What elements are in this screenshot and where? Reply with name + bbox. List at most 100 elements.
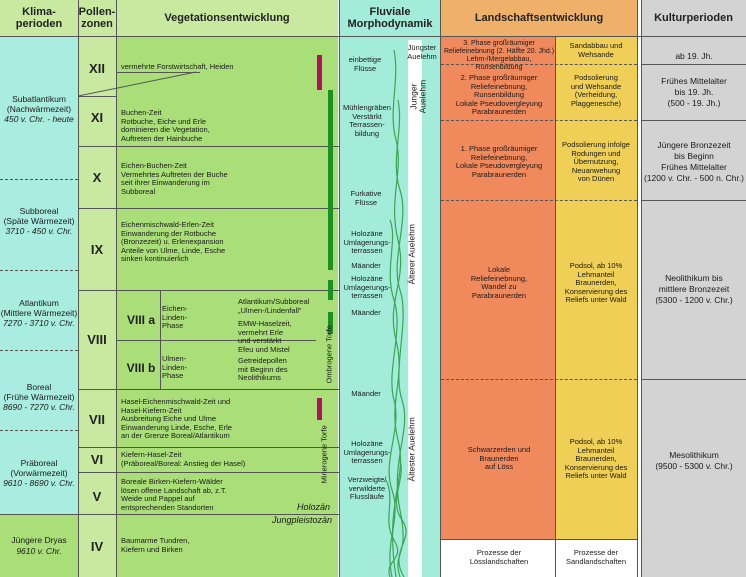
klima-column-bg: [0, 36, 78, 514]
fluv-aelterer: Älterer Auelehm: [406, 204, 417, 304]
klima-sub: (Nachwärmezeit): [6, 104, 72, 114]
zone-xii: XII: [89, 61, 105, 76]
land-schwarz: Schwarzerden und Braunerden auf Löss: [467, 445, 531, 472]
zone-vi: VI: [90, 452, 104, 467]
fluv-junger: Junger Auelehm: [408, 57, 427, 137]
header-bottom-line: [0, 36, 746, 37]
veg-viiia-phase: Eichen- Linden- Phase: [162, 304, 188, 331]
zone-viii-b: VIII b: [126, 361, 156, 375]
klima-subatlantikum: Subatlantikum (Nachwärmezeit) 450 v. Chr…: [0, 94, 78, 124]
klima-subboreal: Subboreal (Späte Wärmezeit) 3710 - 450 v…: [0, 206, 78, 236]
grid-line: [160, 290, 161, 389]
fluv-holo2: Holozäne Umlagerungs- terrassen: [343, 274, 391, 301]
pollen-column-bg: [78, 36, 116, 577]
vegetation-column-bg: [116, 36, 338, 577]
klima-name: Jüngere Dryas: [11, 535, 67, 545]
grid-line: [0, 350, 78, 351]
veg-xii: vermehrte Forstwirtschaft, Heiden: [121, 62, 234, 71]
river-illustration: [385, 40, 422, 577]
land-p1: 1. Phase großräumiger Reliefeinebnung, L…: [455, 144, 543, 179]
zone-vii: VII: [89, 412, 105, 427]
grid-line: [78, 472, 340, 473]
header-vegetation: Vegetationsentwicklung: [116, 0, 338, 36]
veg-v: Boreale Birken-Kiefern-Wälder lösen offe…: [121, 477, 227, 512]
header-landschaft: Landschaftsentwicklung: [441, 0, 637, 36]
col-sep: [641, 0, 642, 577]
sand-column-bg: [555, 36, 637, 539]
col-sep: [637, 0, 638, 577]
label-ombrogene-torfe: Ombrogene Torfe: [324, 309, 335, 399]
grid-line: [0, 179, 78, 180]
land-prozesse-loess: Prozesse der Lösslandschaften: [469, 548, 529, 566]
junger-text: Junger Auelehm: [408, 79, 427, 114]
klima-name: Präboreal: [20, 458, 58, 468]
col-sep: [78, 0, 79, 577]
zone-viii: VIII: [87, 332, 107, 347]
grid-line: [441, 539, 637, 540]
zone-xi: XI: [90, 110, 104, 125]
zone-x: X: [92, 170, 102, 185]
veg-xi: Buchen-Zeit Rotbuche, Eiche und Erle dom…: [121, 108, 210, 143]
klima-sub: (Mittlere Wärmezeit): [0, 308, 78, 318]
grid-line: [116, 340, 316, 341]
veg-atl-sub: Atlantikum/Subboreal „Ulmen-/Lindenfall": [238, 297, 310, 315]
fluvial-column-bg: [340, 36, 440, 577]
klima-dryas: Jüngere Dryas 9610 v. Chr.: [0, 535, 78, 557]
grid-line: [0, 514, 340, 515]
zone-viii-a: VIII a: [126, 313, 155, 327]
loess-column-bg: [441, 36, 555, 539]
kultur-column-bg: [641, 36, 746, 577]
veg-getreide: Getreidepollen mit Beginn des Neolithiku…: [238, 356, 288, 383]
veg-ix: Eichenmischwald-Erlen-Zeit Einwanderung …: [121, 220, 226, 264]
grid-line: [78, 208, 340, 209]
minerogene-text: Minerogene Torfe: [319, 425, 329, 484]
fluv-aeltester: Ältester Auelehm: [407, 399, 417, 499]
fluv-holo3: Holozäne Umlagerungs- terrassen: [343, 439, 391, 466]
kultur-1: ab 19. Jh.: [675, 51, 713, 61]
land-p2: 2. Phase großräumiger Reliefeinebnung, R…: [455, 73, 543, 117]
klima-date: 9610 - 8690 v. Chr.: [3, 478, 75, 488]
torf-bar-green: [328, 312, 333, 334]
fluv-verzweigte: Verzweigte/ verwilderte Flussläufe: [347, 475, 387, 502]
torf-bar-magenta: [317, 398, 322, 420]
grid-line: [641, 200, 746, 201]
sand-1: Sandabbau und Wehsande: [569, 41, 623, 59]
grid-line: [441, 200, 637, 201]
land-prozesse-sand: Prozesse der Sandlandschaften: [565, 548, 627, 566]
kultur-5: Mesolithikum (9500 - 5300 v. Chr.): [655, 450, 733, 471]
sand-4: Podsol, ab 10% Lehmanteil Braunerden, Ko…: [564, 261, 628, 305]
grid-line: [641, 379, 746, 380]
veg-vi: Kiefern-Hasel-Zeit (Präboreal/Boreal: An…: [121, 450, 246, 468]
dryas-cell-bg: [0, 514, 78, 577]
veg-emw: EMW-Haselzeit, vermehrt Erle und verstär…: [238, 319, 292, 354]
label-jungpleistozaen: Jungpleistozän: [271, 515, 332, 525]
klima-boreal: Boreal (Frühe Wärmezeit) 8690 - 7270 v. …: [0, 382, 78, 412]
header-pollen: Pollen- zonen: [78, 0, 116, 36]
veg-iv: Baumarme Tundren, Kiefern und Birken: [121, 536, 190, 554]
fluv-maeander1: Mäander: [351, 261, 381, 270]
fluv-holo1: Holozäne Umlagerungs- terrassen: [343, 229, 391, 256]
sand-5: Podsol, ab 10% Lehmanteil Braunerden, Ko…: [564, 437, 628, 481]
zone-iv: IV: [90, 539, 104, 554]
aelterer-text: Älterer Auelehm: [406, 224, 417, 285]
col-sep: [116, 0, 117, 577]
klima-date: 8690 - 7270 v. Chr.: [3, 402, 75, 412]
grid-line: [441, 120, 637, 121]
land-p3: 3. Phase großräumiger Reliefeinebnung (2…: [443, 40, 555, 71]
veg-viiib-phase: Ulmen- Linden- Phase: [162, 354, 188, 381]
grid-line: [641, 64, 746, 65]
ombrogene-text: Ombrogene Torfe: [324, 325, 334, 384]
xi-diagonal-line: [78, 71, 197, 97]
header-kultur: Kulturperioden: [641, 0, 746, 36]
fluv-juengster: Jüngster Auelehm: [407, 43, 437, 61]
header-fluvial: Fluviale Morphodynamik: [340, 0, 440, 36]
grid-line: [641, 120, 746, 121]
grid-line: [78, 96, 116, 97]
loess-footer-bg: [441, 539, 555, 577]
klima-sub: (Späte Wärmezeit): [3, 216, 75, 226]
sand-footer-bg: [555, 539, 637, 577]
label-minerogene-torfe: Minerogene Torfe: [319, 409, 330, 499]
klima-name: Atlantikum: [19, 298, 59, 308]
torf-bar-magenta: [317, 55, 322, 90]
grid-line: [441, 64, 637, 65]
